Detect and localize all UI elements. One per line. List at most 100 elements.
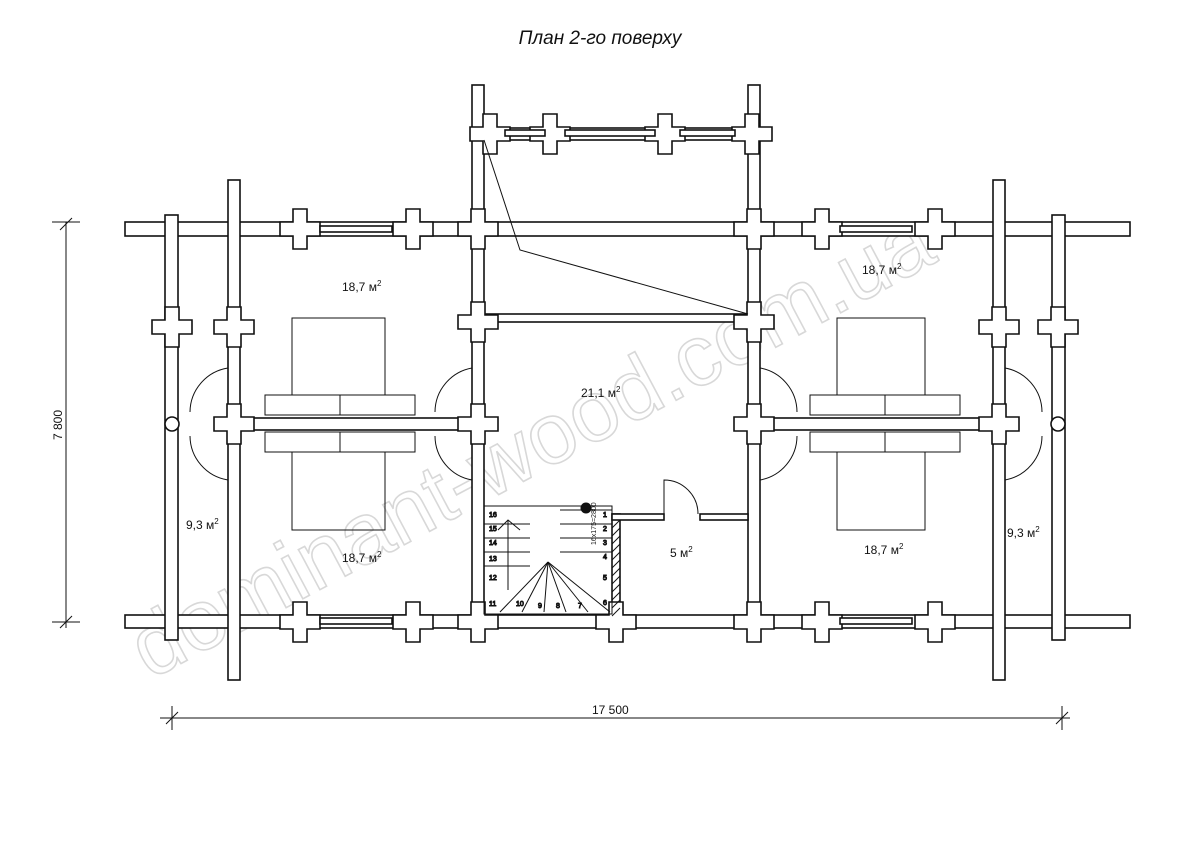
- stair-step-number: 14: [489, 540, 497, 547]
- dimension-width-label: 17 500: [592, 703, 629, 717]
- stair-start-dot: [580, 502, 592, 514]
- window: [839, 617, 913, 625]
- wall-hatch: [611, 543, 621, 553]
- wall-hatch: [611, 527, 621, 537]
- log-corner: [392, 208, 434, 250]
- log-corner: [457, 403, 499, 445]
- window: [564, 129, 656, 137]
- wall-hatch: [611, 551, 621, 561]
- stair-step-number: 13: [489, 556, 497, 563]
- stair-tread: [547, 561, 567, 613]
- roof-slope-line: [483, 139, 749, 315]
- bed: [836, 317, 926, 396]
- furniture: [189, 139, 1043, 531]
- door-swing: [1004, 435, 1043, 481]
- log-corner: [801, 208, 843, 250]
- stair-step-number: 7: [578, 603, 582, 610]
- wall-hatch: [611, 559, 621, 569]
- stair-tread: [499, 561, 549, 613]
- wall: [483, 313, 749, 323]
- stair-step-number: 2: [603, 526, 607, 533]
- log-corner: [151, 306, 193, 348]
- log-corner: [914, 208, 956, 250]
- door-swing: [1004, 367, 1043, 413]
- stair-tread: [543, 561, 549, 613]
- log-corner: [978, 306, 1020, 348]
- log-corner: [733, 403, 775, 445]
- log-corner: [733, 301, 775, 343]
- wall-hatch: [611, 583, 621, 593]
- room-area-hall: 21,1 м2: [581, 385, 621, 400]
- stair-step-number: 1: [603, 512, 607, 519]
- wall: [219, 417, 491, 431]
- log-corner: [529, 113, 571, 155]
- log-corner: [279, 208, 321, 250]
- dimension-width: [160, 706, 1070, 730]
- room-area-balcony-left: 9,3 м2: [186, 517, 219, 532]
- log-corner: [213, 403, 255, 445]
- window: [839, 225, 913, 233]
- wall-hatch: [611, 567, 621, 577]
- stair-tread: [547, 561, 611, 613]
- log-corner: [801, 601, 843, 643]
- log-corner: [1037, 306, 1079, 348]
- wall-hatch: [611, 599, 621, 609]
- log-corner: [213, 306, 255, 348]
- wall: [471, 84, 485, 626]
- log-corner: [457, 601, 499, 643]
- log-corner: [457, 208, 499, 250]
- bed: [291, 317, 386, 396]
- stair-tread: [547, 561, 589, 613]
- door-swing: [434, 367, 473, 413]
- door-swing: [189, 367, 229, 413]
- stair-step-number: 10: [516, 601, 524, 608]
- stair-step-number: 4: [603, 554, 607, 561]
- wall-hatch: [611, 519, 621, 529]
- dimension-height-label: 7 800: [51, 410, 65, 440]
- room-area-bedroom-bottom-right: 18,7 м2: [864, 542, 904, 557]
- room-area-bedroom-top-right: 18,7 м2: [862, 262, 902, 277]
- log-corner: [595, 601, 637, 643]
- stair-step-number: 12: [489, 575, 497, 582]
- door-swing: [434, 435, 473, 481]
- log-corner: [644, 113, 686, 155]
- window: [319, 617, 393, 625]
- column: [1050, 416, 1066, 432]
- window: [679, 129, 736, 137]
- log-corner: [457, 301, 499, 343]
- log-corner: [978, 403, 1020, 445]
- room-area-bathroom: 5 м2: [670, 545, 693, 560]
- bed: [836, 451, 926, 531]
- door-swing: [663, 479, 699, 515]
- stair-step-number: 3: [603, 540, 607, 547]
- door-swing: [759, 367, 798, 413]
- log-corner: [279, 601, 321, 643]
- log-corner: [392, 601, 434, 643]
- room-area-bedroom-top-left: 18,7 м2: [342, 279, 382, 294]
- door-swing: [759, 435, 798, 481]
- stair-step-number: 6: [603, 600, 607, 607]
- wall-hatch: [611, 591, 621, 601]
- dimension-height: [52, 217, 80, 629]
- log-corner: [469, 113, 511, 155]
- walls: [124, 84, 1131, 681]
- stairs-note: 16x175=2800: [591, 502, 598, 545]
- log-corner: [733, 601, 775, 643]
- window: [319, 225, 393, 233]
- room-area-bedroom-bottom-left: 18,7 м2: [342, 550, 382, 565]
- wall-hatch: [611, 575, 621, 585]
- stair-step-number: 15: [489, 526, 497, 533]
- stair-direction-arrow: [497, 519, 521, 590]
- log-corner: [914, 601, 956, 643]
- room-area-balcony-right: 9,3 м2: [1007, 525, 1040, 540]
- stair-step-number: 9: [538, 603, 542, 610]
- wall: [744, 417, 1011, 431]
- wall: [747, 84, 761, 626]
- wall: [699, 513, 749, 521]
- plan-title: План 2-го поверху: [518, 28, 682, 49]
- wall-hatch: [611, 607, 621, 617]
- wall: [611, 513, 665, 521]
- log-corner: [733, 208, 775, 250]
